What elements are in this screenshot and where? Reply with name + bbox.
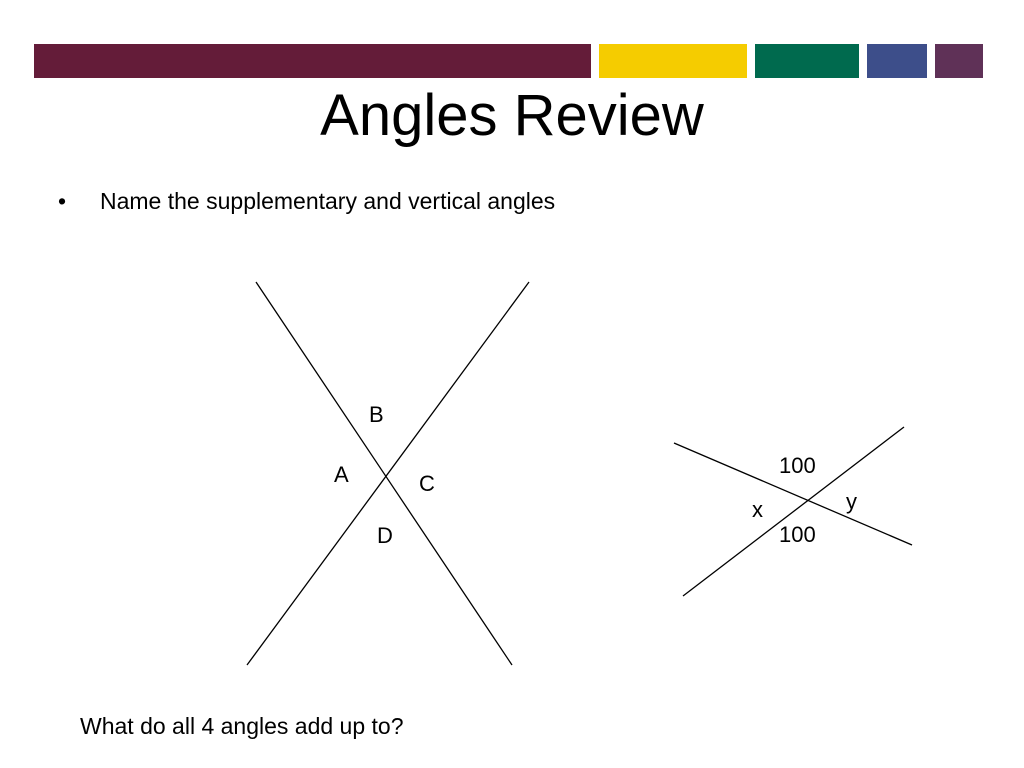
bullet-marker: •: [58, 188, 67, 214]
angle-label-d: D: [377, 523, 393, 548]
angle-label-x: x: [752, 497, 763, 522]
left-intersecting-lines: B A C D: [246, 281, 530, 666]
angle-label-a: A: [334, 462, 349, 487]
accent-bar-segment: [935, 44, 983, 78]
angle-label-top-value: 100: [779, 453, 816, 478]
accent-bar-segment: [755, 44, 859, 78]
slide-title: Angles Review: [320, 83, 704, 148]
question-text: What do all 4 angles add up to?: [80, 713, 404, 739]
right-line-1: [673, 442, 913, 546]
accent-bar-segment: [599, 44, 747, 78]
right-line-2: [682, 426, 905, 597]
angle-label-bottom-value: 100: [779, 522, 816, 547]
accent-bar-segment: [34, 44, 591, 78]
left-line-2: [246, 281, 530, 666]
accent-bar-segment: [867, 44, 927, 78]
bullet-text: Name the supplementary and vertical angl…: [100, 188, 556, 214]
angle-label-b: B: [369, 402, 384, 427]
right-intersecting-lines: 100 x y 100: [673, 426, 913, 597]
angle-label-c: C: [419, 471, 435, 496]
angle-label-y: y: [846, 489, 857, 514]
bullet-item: • Name the supplementary and vertical ang…: [58, 186, 555, 216]
left-line-1: [255, 281, 513, 666]
